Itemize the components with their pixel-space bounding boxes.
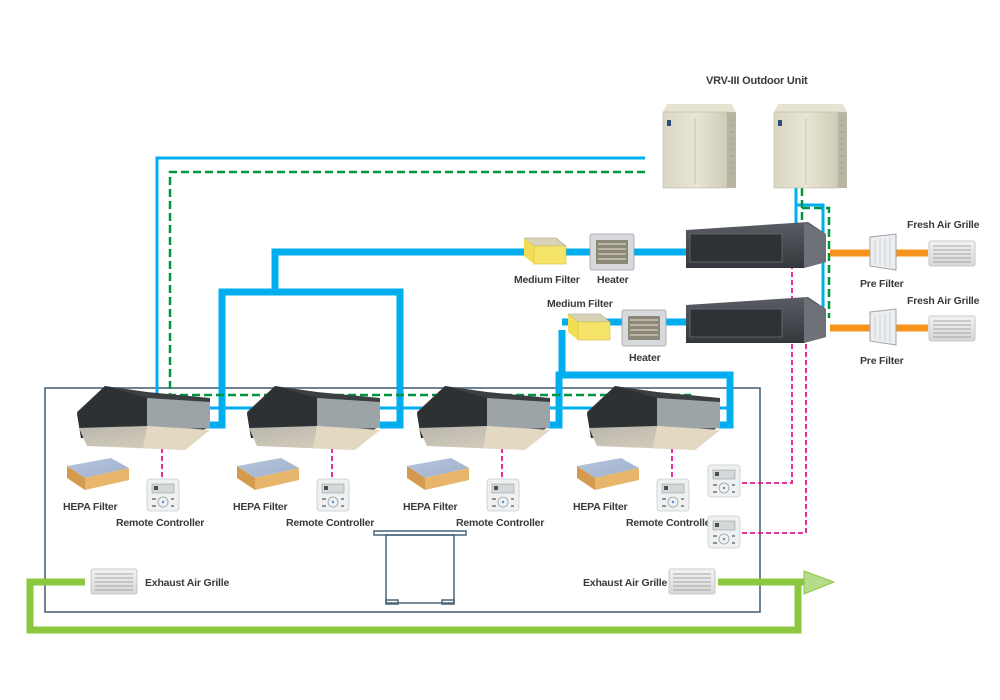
- cassette-unit-4[interactable]: [587, 386, 720, 450]
- medium-filter-2[interactable]: [567, 313, 611, 341]
- outdoor-unit-1[interactable]: [662, 104, 736, 189]
- hepa-filter-1-label: HEPA Filter: [63, 501, 118, 513]
- pass-box-icon: [373, 530, 467, 605]
- pre-filter-1-label: Pre Filter: [860, 278, 904, 290]
- remote-controller-3-label: Remote Controller: [456, 517, 544, 529]
- medium-filter-1[interactable]: [523, 237, 567, 265]
- hepa-filter-3-label: HEPA Filter: [403, 501, 458, 513]
- exhaust-grille-1-label: Exhaust Air Grille: [145, 577, 229, 589]
- remote-controller-1[interactable]: [146, 478, 180, 512]
- hepa-filter-4-label: HEPA Filter: [573, 501, 628, 513]
- remote-controller-2[interactable]: [316, 478, 350, 512]
- remote-controller-4-label: Remote Controller: [626, 517, 714, 529]
- fresh-air-grille-2-label: Fresh Air Grille: [907, 295, 980, 307]
- ducted-unit-1-remote-controller[interactable]: [707, 464, 741, 498]
- heater-1-label: Heater: [597, 274, 629, 286]
- ducted-unit-2[interactable]: [686, 297, 826, 343]
- pre-filter-2[interactable]: [869, 308, 897, 346]
- remote-controller-1-label: Remote Controller: [116, 517, 204, 529]
- hepa-filter-2-label: HEPA Filter: [233, 501, 288, 513]
- fresh-air-line-1: Medium Filter Heater Pre Filter Fresh Ai…: [514, 219, 980, 290]
- hepa-filter-3[interactable]: [407, 458, 469, 490]
- heater-2-label: Heater: [629, 352, 661, 364]
- exhaust-grille-2[interactable]: [668, 568, 716, 595]
- pre-filter-2-label: Pre Filter: [860, 355, 904, 367]
- ducted-unit-2-remote-controller[interactable]: [707, 515, 741, 549]
- refrigerant-pipe: [155, 156, 825, 429]
- outdoor-unit-2[interactable]: [773, 104, 847, 189]
- medium-filter-2-label: Medium Filter: [547, 298, 613, 310]
- ducted-unit-remote-group: [707, 464, 741, 549]
- fresh-air-grille-1-label: Fresh Air Grille: [907, 219, 980, 231]
- outdoor-unit-group: VRV-III Outdoor Unit: [662, 75, 847, 189]
- heater-2[interactable]: [621, 309, 667, 347]
- hepa-filter-1[interactable]: [67, 458, 129, 490]
- hepa-filter-4[interactable]: [577, 458, 639, 490]
- fresh-air-grille-2[interactable]: [928, 315, 976, 342]
- remote-controller-2-label: Remote Controller: [286, 517, 374, 529]
- exhaust-duct: [26, 578, 812, 634]
- exhaust-grille-1[interactable]: [90, 568, 138, 595]
- cassette-unit-1[interactable]: [77, 386, 210, 450]
- hepa-filter-2[interactable]: [237, 458, 299, 490]
- medium-filter-1-label: Medium Filter: [514, 274, 580, 286]
- cassette-unit-3[interactable]: [417, 386, 550, 450]
- cassette-unit-2[interactable]: [247, 386, 380, 450]
- exhaust-arrow-icon: [803, 570, 836, 595]
- exhaust-grille-2-label: Exhaust Air Grille: [583, 577, 667, 589]
- fresh-air-grille-1[interactable]: [928, 240, 976, 267]
- pre-filter-1[interactable]: [869, 233, 897, 271]
- ducted-unit-1[interactable]: [686, 222, 826, 268]
- remote-controller-4[interactable]: [656, 478, 690, 512]
- heater-1[interactable]: [589, 233, 635, 271]
- outdoor-unit-label: VRV-III Outdoor Unit: [706, 75, 808, 87]
- remote-controller-3[interactable]: [486, 478, 520, 512]
- fresh-air-line-2: Medium Filter Heater Pre Filter Fresh Ai…: [547, 295, 980, 367]
